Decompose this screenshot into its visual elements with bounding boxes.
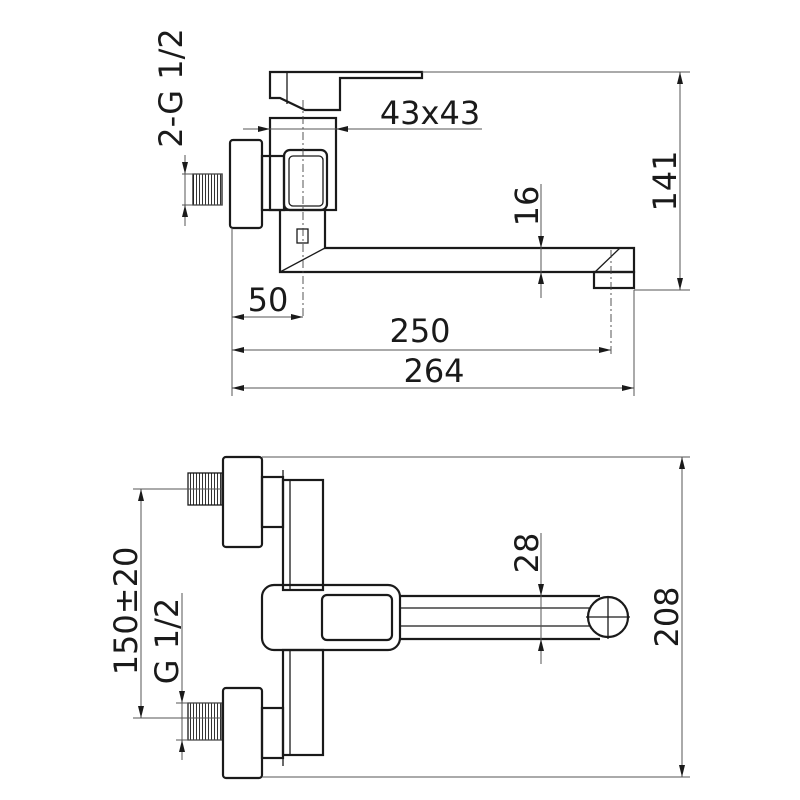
wall-flange [228,138,264,230]
handle-top [260,583,402,652]
lower-flange [221,686,264,780]
dim-connection-label: 2-G 1/2 [152,28,190,148]
side-view: 141 43x43 16 2-G 1/2 50 250 264 [152,28,690,396]
dim-total-width-label: 208 [648,586,686,647]
dim-spout-height-label: 16 [508,186,546,227]
lever-handle [268,70,424,112]
dim-spout-width-label: 28 [508,533,546,574]
dim-total-length-label: 264 [403,352,464,390]
spout [278,210,636,274]
spout-top [400,594,600,641]
dim-height-label: 141 [646,150,684,211]
dim-connection-top-label: G 1/2 [148,598,186,684]
dim-body-section-label: 43x43 [380,94,480,132]
dim-spout-reach-label: 250 [389,312,450,350]
aerator [592,270,636,290]
top-view: 208 28 150±20 G 1/2 [107,455,690,780]
thread-connector [192,173,223,206]
dim-centers-label: 150±20 [107,547,145,676]
upper-flange [221,455,264,549]
dim-wall-offset-label: 50 [248,281,289,319]
